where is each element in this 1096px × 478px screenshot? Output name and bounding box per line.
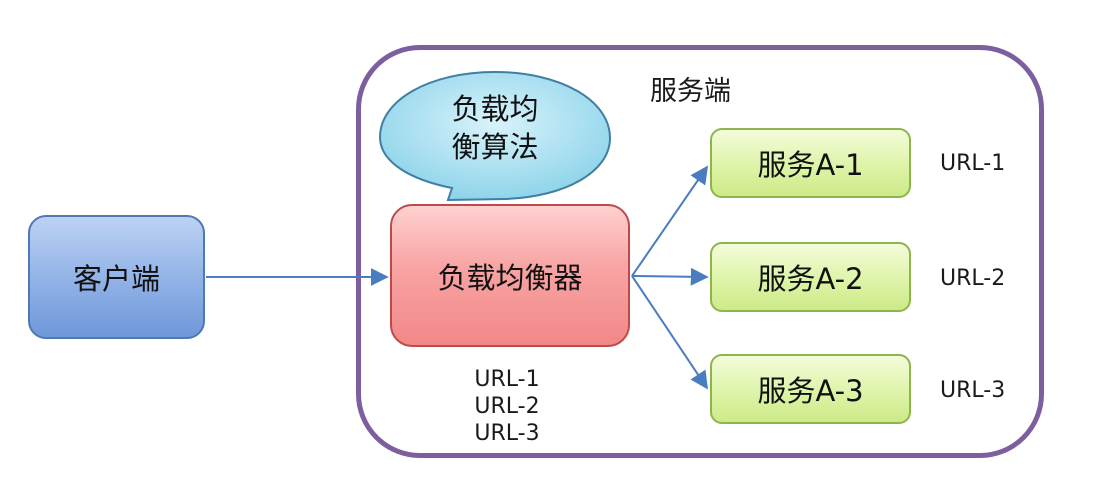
service-node-a2: 服务A-2 xyxy=(710,242,911,312)
arrow-to-service-a2 xyxy=(631,267,709,286)
arrow-to-service-a3 xyxy=(631,275,709,390)
callout-line-1: 负载均 xyxy=(451,92,539,126)
client-label: 客户端 xyxy=(72,262,160,296)
service-label-a3: 服务A-3 xyxy=(757,374,864,408)
service-node-a3: 服务A-3 xyxy=(710,354,911,424)
server-title: 服务端 xyxy=(650,76,731,107)
service-url-a3: URL-3 xyxy=(940,378,1006,403)
callout-line-2: 衡算法 xyxy=(451,130,539,164)
callout-text: 负载均 衡算法 xyxy=(400,90,590,166)
service-label-a2: 服务A-2 xyxy=(757,262,864,296)
service-url-a1: URL-1 xyxy=(940,151,1006,176)
load-balancer-node: 负载均衡器 xyxy=(390,204,630,347)
load-balancer-label: 负载均衡器 xyxy=(437,260,583,295)
service-label-a1: 服务A-1 xyxy=(757,148,864,182)
service-url-a2: URL-2 xyxy=(940,266,1006,291)
load-balancer-url-1: URL-1 xyxy=(474,367,540,392)
service-node-a1: 服务A-1 xyxy=(710,128,911,198)
client-node: 客户端 xyxy=(28,215,205,339)
load-balancer-url-3: URL-3 xyxy=(474,421,540,446)
arrow-to-service-a1 xyxy=(631,165,709,277)
load-balancer-url-2: URL-2 xyxy=(474,394,540,419)
callout-bubble xyxy=(378,70,612,202)
load-balancer-url-list: URL-1 URL-2 URL-3 xyxy=(452,366,562,447)
